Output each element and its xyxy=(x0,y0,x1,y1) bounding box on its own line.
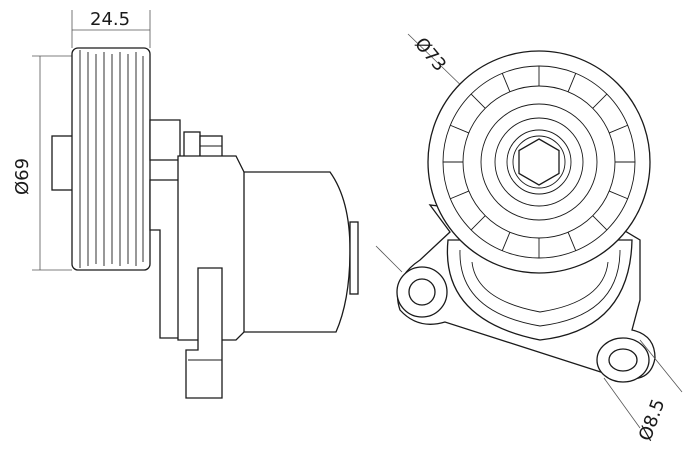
pulley-spokes xyxy=(443,66,635,258)
housing-cap xyxy=(349,221,359,295)
pulley-spoke xyxy=(450,190,469,200)
arm-side xyxy=(149,119,181,161)
mount-hole-left xyxy=(375,245,448,318)
side-view: 24.5 Ø69 xyxy=(12,9,359,399)
dim-hole-diameter-label: Ø8.5 xyxy=(635,396,669,443)
pulley-spoke xyxy=(450,124,469,134)
pulley-spoke xyxy=(609,124,628,134)
pulley-spoke xyxy=(567,232,577,251)
pulley-spoke xyxy=(501,232,511,251)
housing-front xyxy=(446,239,633,341)
shaft-stub xyxy=(51,135,75,191)
hex-nut xyxy=(518,138,560,186)
pulley-spoke xyxy=(567,73,577,92)
pulley-spoke xyxy=(470,215,486,231)
pulley-spoke xyxy=(501,73,511,92)
pulley-spoke xyxy=(470,93,486,109)
bracket-foot xyxy=(185,267,223,399)
dim-width-label: 24.5 xyxy=(90,9,130,30)
pulley-side xyxy=(71,47,151,271)
pulley-spoke xyxy=(592,93,608,109)
dim-width-group: 24.5 xyxy=(71,9,151,48)
pulley-spoke xyxy=(592,215,608,231)
dim-pulley-diameter-label: Ø69 xyxy=(12,158,33,195)
front-view: Ø73 xyxy=(375,33,683,444)
bolt-head xyxy=(183,131,201,159)
pulley-spoke xyxy=(609,190,628,200)
dim-pulley-diameter-group: Ø69 xyxy=(12,55,72,271)
mount-hole-right xyxy=(596,337,650,383)
